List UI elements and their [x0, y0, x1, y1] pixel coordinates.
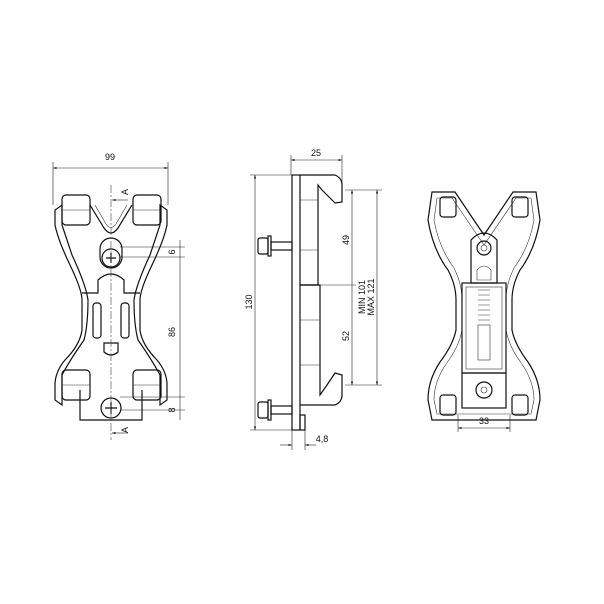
base-plate	[291, 174, 301, 431]
rear-view: 33	[427, 191, 541, 432]
dim-top-hole: 6	[167, 249, 177, 254]
section-label-bottom: A	[120, 427, 130, 433]
clip-outline	[54, 203, 89, 407]
dim-inner-width: 33	[479, 416, 489, 426]
dim-bottom-hole: 8	[167, 407, 177, 412]
screw-icon	[476, 240, 492, 256]
dim-lower: 52	[341, 331, 351, 341]
bolt-icon	[257, 235, 293, 257]
section-label-top: A	[120, 189, 130, 195]
dim-width: 99	[105, 152, 115, 162]
dim-upper: 49	[341, 235, 351, 245]
side-view: 25 130 49 52 MIN 101 MAX 121 4,8	[244, 148, 382, 450]
dim-depth: 25	[311, 148, 321, 158]
screw-icon	[475, 381, 493, 399]
dim-max: MAX 121	[366, 278, 376, 315]
dim-min: MIN 101	[357, 280, 367, 314]
dim-plate-thickness: 4,8	[316, 434, 329, 444]
bolt-icon	[257, 399, 293, 421]
dim-hole-spacing: 86	[167, 327, 177, 337]
spring-icon	[478, 289, 490, 321]
dim-height: 130	[244, 294, 254, 309]
front-view: A A 99 6 86 8	[52, 152, 185, 440]
